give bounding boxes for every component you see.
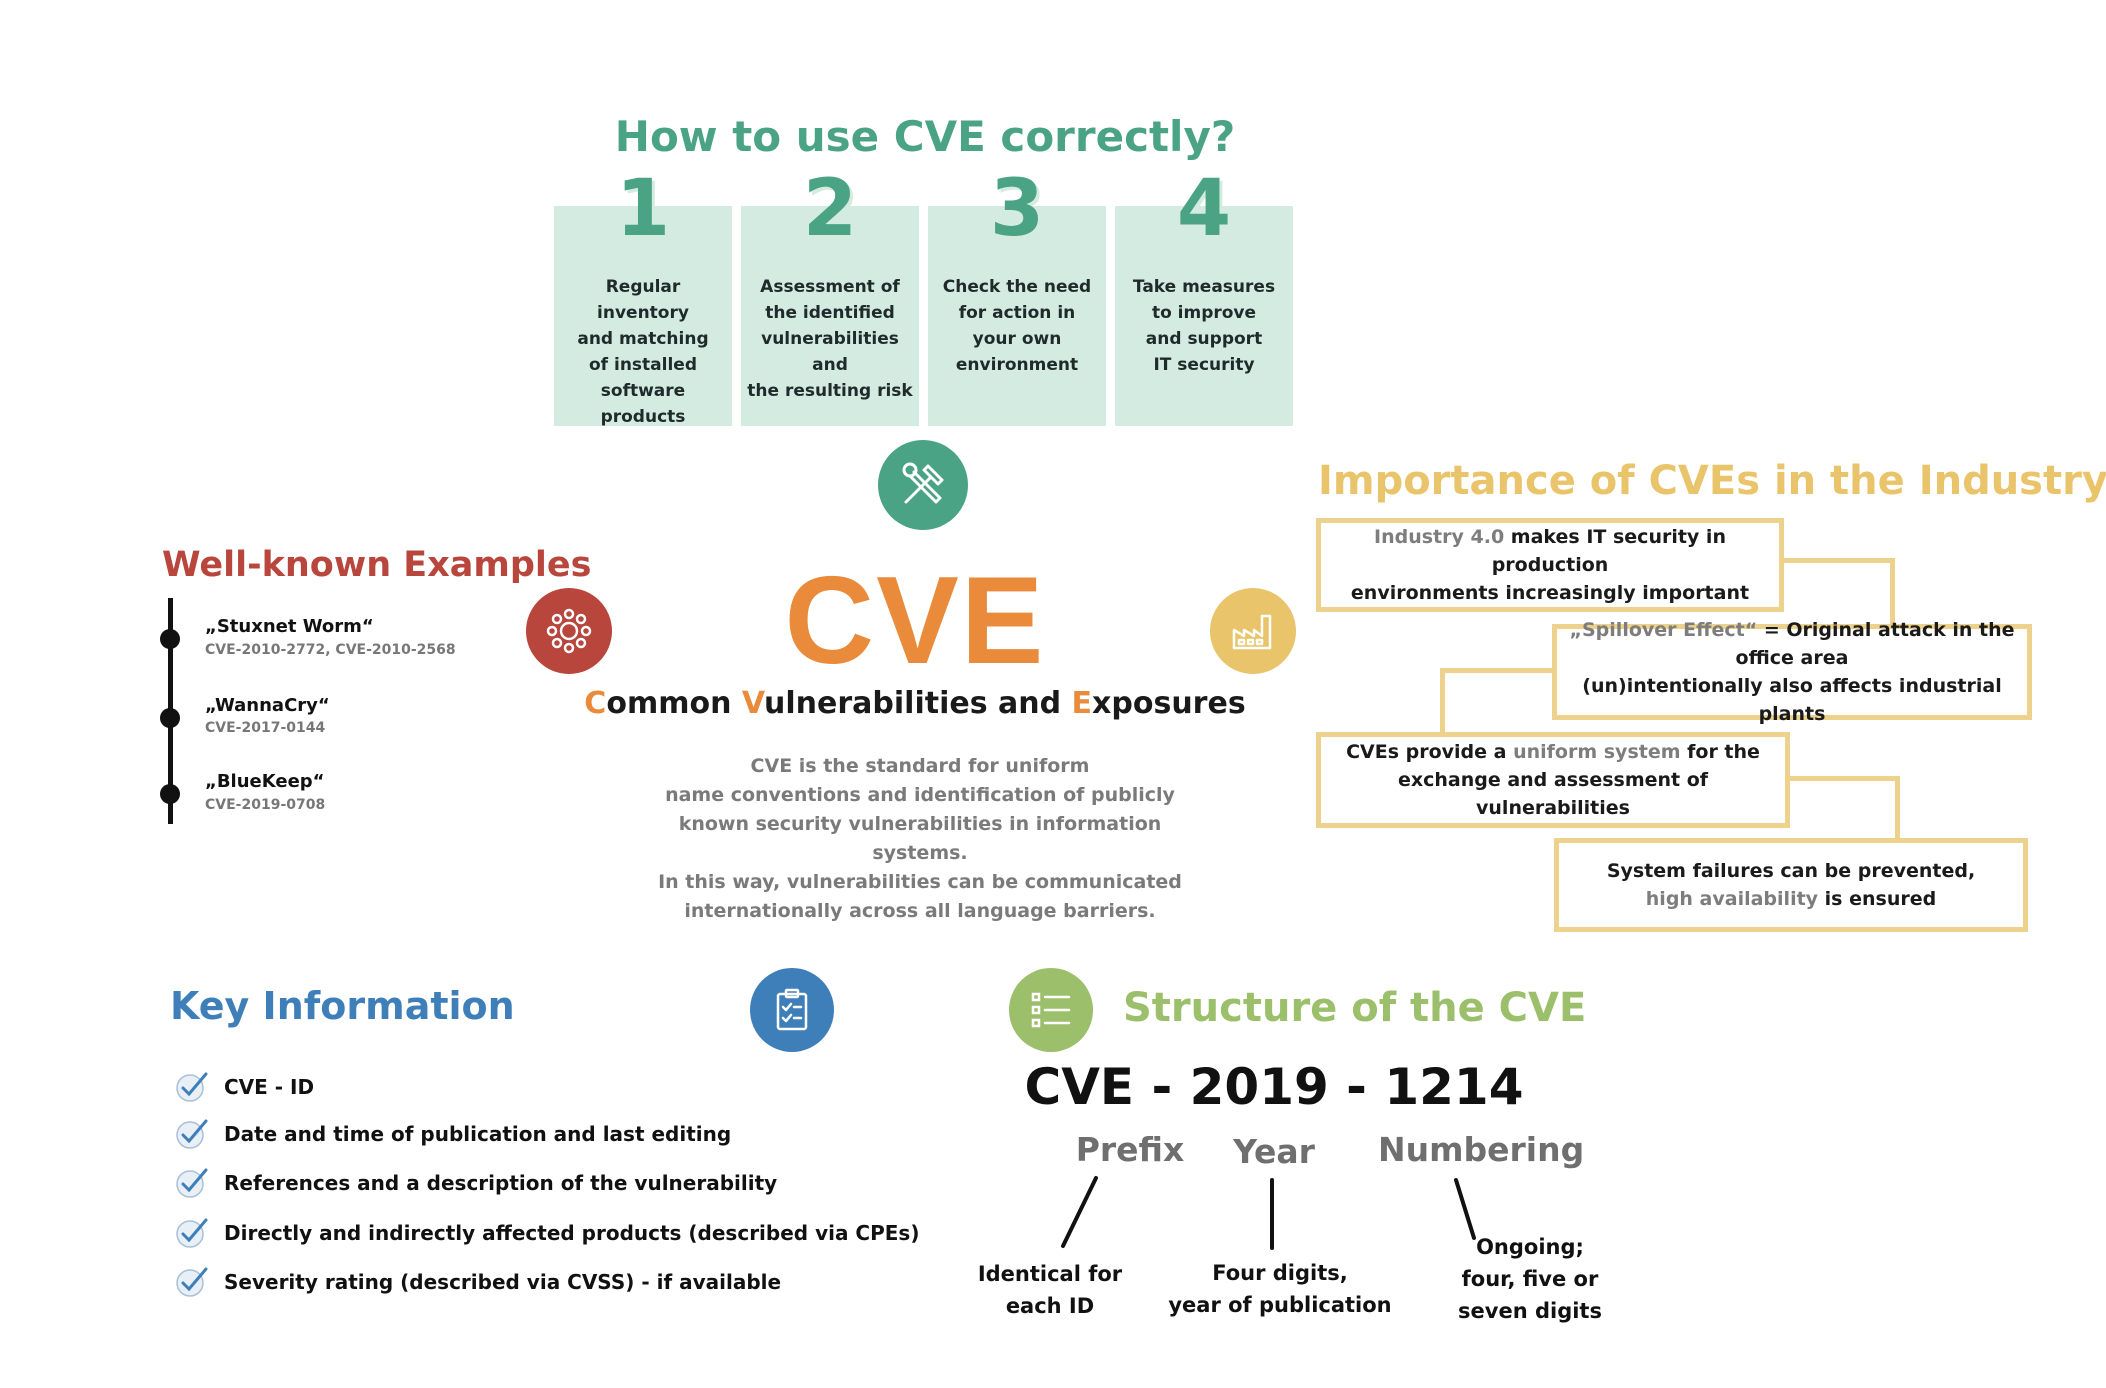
example-ids: CVE-2019-0708 [205, 797, 326, 813]
highlight-text: uniform system [1513, 741, 1681, 763]
importance-text: CVEs provide a uniform system for the ex… [1321, 738, 1785, 822]
example-ids: CVE-2017-0144 [205, 720, 326, 736]
check-icon [176, 1218, 208, 1248]
importance-title: Importance of CVEs in the Industry [1318, 458, 2106, 504]
example-name: „Stuxnet Worm“ [205, 616, 374, 637]
key-info-text: References and a description of the vuln… [224, 1171, 778, 1195]
part-label-prefix: Prefix [1075, 1130, 1185, 1169]
step-box: Take measures to improve and support IT … [1115, 206, 1293, 426]
connector-line [1785, 776, 1900, 781]
connector-line [1061, 1176, 1098, 1248]
box-text: makes IT security in production [1491, 526, 1726, 576]
highlight-text: „Spillover Effect“ [1569, 619, 1758, 641]
cve-letter-e: E [1071, 686, 1093, 721]
tools-icon [878, 440, 968, 530]
key-info-text: CVE - ID [224, 1075, 315, 1099]
factory-icon [1210, 588, 1296, 674]
key-info-item: References and a description of the vuln… [174, 1166, 777, 1200]
key-info-text: Directly and indirectly affected product… [224, 1221, 920, 1245]
box-text: for the [1680, 741, 1760, 763]
step-number: 1 [615, 164, 671, 254]
part-label-numbering: Numbering [1378, 1130, 1585, 1169]
step-number: 2 [802, 164, 858, 254]
cve-letter-c: C [584, 686, 607, 721]
key-info-item: Directly and indirectly affected product… [174, 1216, 919, 1250]
part-desc-prefix: Identical for each ID [977, 1262, 1123, 1318]
timeline-dot [160, 708, 180, 728]
step-text: Regular inventory and matching of instal… [577, 277, 709, 427]
importance-box-2: „Spillover Effect“ = Original attack in … [1552, 619, 2032, 725]
virus-icon [526, 588, 612, 674]
step-number: 3 [989, 164, 1045, 254]
step-box: Regular inventory and matching of instal… [554, 206, 732, 427]
how-to-title: How to use CVE correctly? [614, 112, 1236, 161]
importance-text: Industry 4.0 makes IT security in produc… [1321, 523, 1779, 607]
check-icon [176, 1267, 208, 1297]
importance-box-3: CVEs provide a uniform system for the ex… [1316, 732, 1790, 828]
step-text: Check the need for action in your own en… [942, 277, 1092, 375]
importance-text: System failures can be prevented, high a… [1607, 857, 1975, 913]
importance-text: „Spillover Effect“ = Original attack in … [1557, 616, 2027, 728]
timeline-dot [160, 629, 180, 649]
connector-line [1440, 668, 1556, 673]
cve-description: CVE is the standard for uniform name con… [658, 755, 1182, 922]
example-name: „WannaCry“ [205, 695, 330, 716]
importance-box-4: System failures can be prevented, high a… [1554, 838, 2028, 932]
box-text: environments increasingly important [1350, 582, 1750, 604]
key-info-title: Key Information [170, 984, 515, 1028]
step-box: Assessment of the identified vulnerabili… [741, 206, 919, 426]
connector-line [1454, 1178, 1476, 1240]
connector-line [1890, 558, 1895, 628]
box-text: System failures can be prevented, [1606, 860, 1976, 882]
examples-title: Well-known Examples [162, 545, 592, 585]
box-text: CVEs provide a [1346, 741, 1514, 763]
step-text: Take measures to improve and support IT … [1132, 277, 1276, 375]
cve-word-rest: ulnerabilities and [764, 686, 1072, 721]
box-text: exchange and assessment of vulnerabiliti… [1397, 769, 1709, 819]
timeline-dot [160, 784, 180, 804]
cve-acronym: CVE [784, 552, 1046, 690]
cve-word-rest: xposures [1092, 686, 1246, 721]
structure-title: Structure of the CVE [1123, 985, 1587, 1031]
box-text: (un)intentionally also affects industria… [1582, 675, 2002, 725]
connector-line [1780, 558, 1895, 563]
connector-line [1440, 668, 1445, 736]
check-icon [176, 1072, 208, 1102]
example-ids: CVE-2010-2772, CVE-2010-2568 [205, 642, 456, 658]
part-desc-numbering: Ongoing; four, five or seven digits [1458, 1235, 1602, 1323]
check-icon [176, 1168, 208, 1198]
check-icon [176, 1119, 208, 1149]
step-text: Assessment of the identified vulnerabili… [747, 277, 913, 401]
key-info-item: CVE - ID [174, 1070, 314, 1104]
connector-line [1895, 776, 1900, 842]
clipboard-check-icon [750, 968, 834, 1052]
step-number: 4 [1176, 164, 1232, 254]
list-icon [1009, 968, 1093, 1052]
key-info-text: Date and time of publication and last ed… [224, 1122, 732, 1146]
cve-word-rest: ommon [606, 686, 742, 721]
example-name: „BlueKeep“ [205, 771, 325, 792]
key-info-item: Severity rating (described via CVSS) - i… [174, 1265, 781, 1299]
structure-connectors [1061, 1176, 1476, 1250]
box-text: is ensured [1818, 888, 1937, 910]
highlight-text: high availability [1645, 888, 1819, 910]
highlight-text: Industry 4.0 [1374, 526, 1505, 548]
key-info-item: Date and time of publication and last ed… [174, 1117, 731, 1151]
cve-example-id: CVE - 2019 - 1214 [1024, 1058, 1524, 1116]
box-text: = Original attack in the office area [1735, 619, 2015, 669]
cve-letter-v: V [741, 686, 765, 721]
importance-box-1: Industry 4.0 makes IT security in produc… [1316, 518, 1784, 612]
step-box: Check the need for action in your own en… [928, 206, 1106, 426]
part-desc-year: Four digits, year of publication [1168, 1261, 1392, 1317]
cve-full-name: Common Vulnerabilities and Exposures [0, 686, 1830, 721]
key-info-text: Severity rating (described via CVSS) - i… [224, 1270, 782, 1294]
part-label-year: Year [1233, 1132, 1315, 1171]
